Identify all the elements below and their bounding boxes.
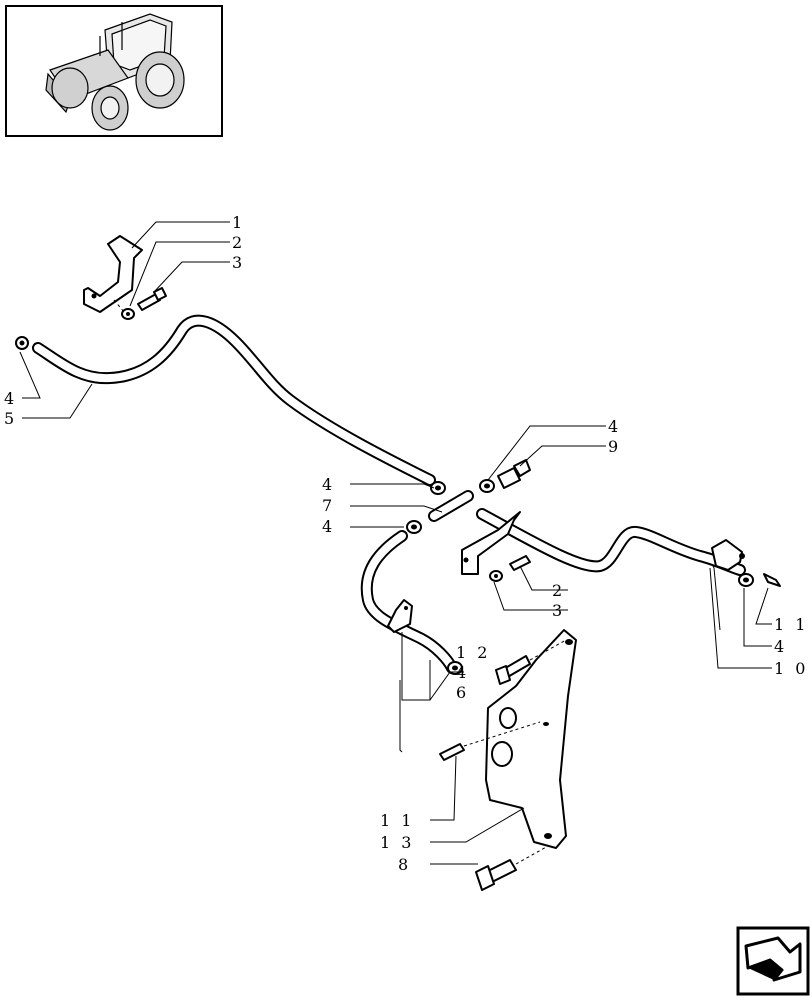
pipe-part-6 bbox=[360, 530, 458, 674]
tractor-icon bbox=[45, 13, 185, 131]
seal-ring-part-4-left bbox=[15, 336, 29, 350]
callout-5: 5 bbox=[4, 409, 17, 428]
callout-4-left: 4 bbox=[4, 389, 17, 408]
callout-7: 7 bbox=[322, 496, 335, 515]
seal-ring-part-4-fitting bbox=[479, 479, 495, 493]
seal-ring-part-4-center-lower bbox=[406, 520, 422, 534]
callout-9: 9 bbox=[608, 437, 621, 456]
pipe-part-10 bbox=[476, 508, 746, 576]
bolt-part-11-right bbox=[763, 573, 781, 587]
seal-ring-part-4-right bbox=[738, 573, 754, 587]
pipe-bracket-right bbox=[711, 539, 745, 571]
bolt-part-2-mid bbox=[509, 555, 531, 571]
callout-4-fitting: 4 bbox=[608, 417, 621, 436]
bracket-mid bbox=[461, 511, 521, 575]
next-page-arrow-icon[interactable] bbox=[736, 926, 810, 996]
pipe-part-5 bbox=[32, 314, 436, 486]
sleeve-part-7 bbox=[428, 490, 474, 522]
seal-ring-part-4-center-upper bbox=[430, 481, 446, 495]
callout-8: 8 bbox=[398, 855, 411, 874]
callout-4-center: 4 bbox=[322, 475, 335, 494]
callout-2-top: 2 bbox=[232, 233, 245, 252]
callout-11-right: 1 1 bbox=[774, 615, 808, 634]
bracket-part-1 bbox=[83, 235, 143, 313]
callout-6: 6 bbox=[456, 683, 469, 702]
pipe-clip-6 bbox=[387, 599, 413, 633]
fitting-part-9 bbox=[497, 459, 531, 489]
callout-4-center-lower: 4 bbox=[322, 517, 335, 536]
callout-4-right: 4 bbox=[774, 637, 787, 656]
tractor-thumbnail bbox=[5, 5, 223, 137]
callout-2-mid: 2 bbox=[552, 581, 565, 600]
callout-11-lower: 1 1 bbox=[380, 811, 414, 830]
callout-13: 1 3 bbox=[380, 833, 414, 852]
callout-3-top: 3 bbox=[232, 253, 245, 272]
callout-4-lower: 4 bbox=[456, 663, 469, 682]
seal-ring-part-4-lower bbox=[447, 661, 463, 675]
bolt-part-3-top bbox=[137, 287, 167, 311]
callout-10: 1 0 bbox=[774, 659, 808, 678]
bolt-part-12 bbox=[495, 655, 531, 685]
bracket-part-13 bbox=[485, 629, 577, 849]
callout-12: 1 2 bbox=[456, 643, 490, 662]
callout-3-mid: 3 bbox=[552, 601, 565, 620]
bolt-part-11-lower bbox=[439, 743, 465, 761]
washer-part-2-top bbox=[121, 308, 135, 320]
bolt-part-8 bbox=[475, 859, 517, 891]
leader-lines bbox=[19, 221, 772, 865]
washer-part-2-mid bbox=[489, 570, 503, 582]
callout-1: 1 bbox=[232, 213, 245, 232]
